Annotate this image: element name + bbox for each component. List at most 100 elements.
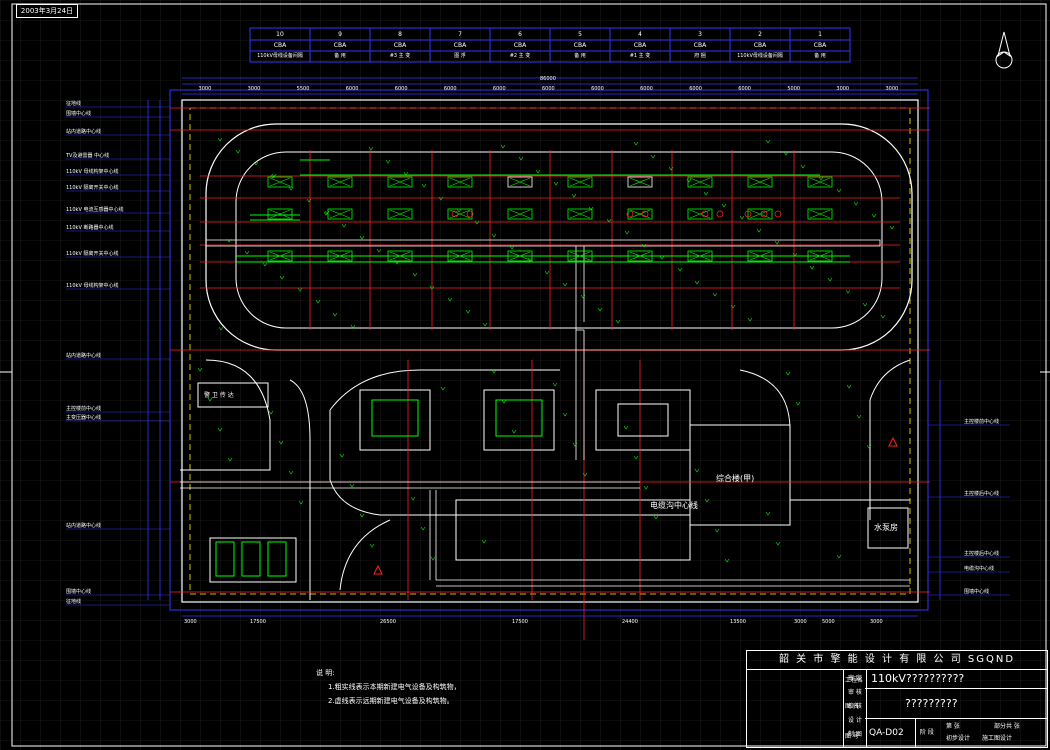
bay-name-8: 府 捆: [694, 53, 706, 59]
left-label-11: 站内道路中心线: [66, 353, 102, 359]
switch-cross-mark: [689, 251, 711, 261]
switch-symbol: [507, 250, 533, 262]
bay-type-1: CBA: [273, 42, 287, 49]
switch-symbol: [567, 208, 593, 220]
grass-mark: [481, 539, 487, 544]
top-dim-10: 6000: [640, 86, 653, 92]
grass-mark: [588, 206, 594, 211]
pump-house-label: 水泵房: [874, 523, 898, 532]
grass-mark: [809, 265, 815, 270]
switch-cross-mark: [809, 209, 831, 219]
date-stamp: 2003年3月24日: [16, 4, 78, 18]
switch-symbol: [387, 250, 413, 262]
foot-3: 部分共 张: [994, 723, 1020, 730]
switch-symbol: [267, 208, 293, 220]
switch-cross-mark: [389, 177, 411, 187]
bay-num-3: 8: [398, 31, 402, 38]
equipment-marker: [760, 210, 768, 218]
switch-cross-mark: [569, 209, 591, 219]
switch-symbol: [807, 208, 833, 220]
bay-num-2: 9: [338, 31, 342, 38]
equipment-marker: [744, 210, 752, 218]
bay-type-6: CBA: [573, 42, 587, 49]
left-label-7: 110kV 电流互感器中心线: [66, 207, 124, 213]
grass-mark: [774, 240, 780, 245]
bay-type-5: CBA: [513, 42, 527, 49]
grass-mark: [641, 243, 647, 248]
bay-num-7: 4: [638, 31, 642, 38]
bay-name-10: 备 用: [814, 53, 826, 59]
bay-num-10: 1: [818, 31, 822, 38]
grass-mark: [527, 257, 533, 262]
grass-mark: [385, 159, 391, 164]
right-label-5: 围墙中心线: [964, 589, 990, 595]
grass-mark: [226, 238, 232, 243]
switch-symbol: [807, 176, 833, 188]
switch-cross-mark: [569, 251, 591, 261]
switch-symbol: [687, 176, 713, 188]
grass-mark: [606, 218, 612, 223]
bottom-dim-5: 24400: [622, 619, 638, 625]
switch-cross-mark: [269, 251, 291, 261]
role-5: 制 图: [848, 731, 862, 738]
bay-type-2: CBA: [333, 42, 347, 49]
overall-dimension: 86000: [540, 76, 556, 82]
grass-mark: [643, 485, 649, 490]
grass-mark: [853, 201, 859, 206]
left-label-12: 主控楼前中心线: [66, 406, 102, 412]
bay-type-8: CBA: [693, 42, 707, 49]
switch-cross-mark: [689, 177, 711, 187]
grass-mark: [845, 289, 851, 294]
grass-mark: [227, 457, 233, 462]
grass-mark: [756, 228, 762, 233]
grass-mark: [785, 371, 791, 376]
grass-mark: [582, 472, 588, 477]
grass-mark: [572, 442, 578, 447]
bay-name-5: #2 主 变: [509, 53, 531, 59]
grass-mark: [712, 292, 718, 297]
bottom-dim-7: 3000: [794, 619, 807, 625]
foot-1: 第 张: [946, 723, 960, 730]
grass-mark: [889, 225, 895, 230]
grass-mark: [765, 139, 771, 144]
bay-name-7: #1 主 变: [629, 53, 651, 59]
grass-mark: [324, 210, 330, 215]
grass-mark: [501, 399, 507, 404]
foot-2: 初步设计: [946, 735, 971, 742]
grass-mark: [694, 468, 700, 473]
top-dim-14: 3000: [836, 86, 850, 92]
grass-mark: [562, 282, 568, 287]
left-label-4: TV及避雷器 中心线: [66, 153, 110, 159]
switch-cross-mark: [509, 209, 531, 219]
notes-line-2: 2.虚线表示远期新建电气设备及构筑物。: [328, 697, 454, 705]
top-dim-7: 6000: [492, 86, 506, 92]
switch-symbol: [627, 250, 653, 262]
switch-cross-mark: [569, 177, 591, 187]
equipment-marker: [466, 210, 474, 218]
role-2: 审 核: [848, 689, 862, 696]
switch-cross-mark: [629, 251, 651, 261]
grass-mark: [217, 137, 223, 142]
switch-symbol: [627, 176, 653, 188]
name-label: 图 名: [845, 703, 859, 710]
role-3: 校 核: [848, 703, 862, 710]
cable-trench: [180, 239, 910, 587]
bottom-dim-6: 13500: [730, 619, 746, 625]
grass-mark: [783, 151, 789, 156]
left-label-13: 主变压器中心线: [66, 415, 102, 421]
top-dim-6: 6000: [443, 86, 457, 92]
grass-mark: [217, 427, 223, 432]
grass-mark: [447, 297, 453, 302]
bay-name-2: 备 用: [334, 53, 346, 59]
grass-mark: [500, 144, 506, 149]
left-label-1: 征地线: [66, 101, 82, 107]
perimeter-wall: [181, 99, 919, 603]
switch-symbol: [267, 176, 293, 188]
bottom-dim-8: 5000: [822, 619, 835, 625]
bay-num-8: 3: [698, 31, 702, 38]
grass-mark: [535, 169, 541, 174]
switch-cross-mark: [809, 251, 831, 261]
grass-mark: [420, 526, 426, 531]
project-name: 110kV??????????: [865, 669, 1047, 689]
